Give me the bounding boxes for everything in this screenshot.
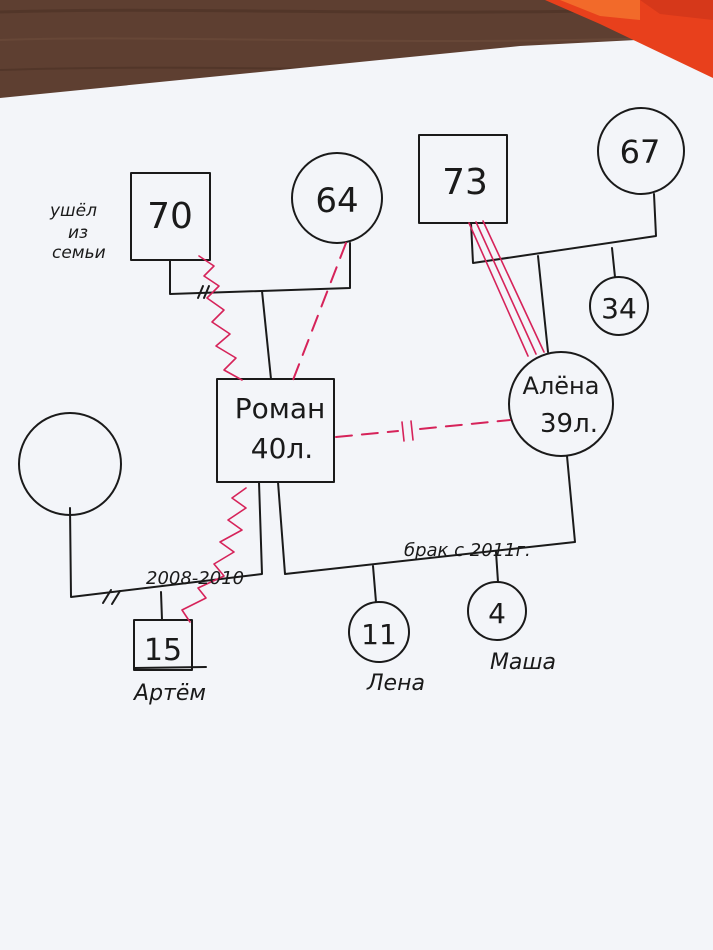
lena-name: Лена xyxy=(366,671,425,696)
lena-circle xyxy=(348,601,410,663)
mother-age: 64 xyxy=(315,181,358,221)
marker-pen xyxy=(545,0,713,78)
roman-age: 40л. xyxy=(251,432,313,465)
alena-name: Алёна xyxy=(523,372,600,400)
mother-circle xyxy=(291,152,383,244)
roman-name: Роман xyxy=(235,392,326,425)
alena-age: 39л. xyxy=(540,409,598,439)
left-note-line-1: ушёл xyxy=(49,201,97,221)
wife-father-square xyxy=(418,134,508,224)
family-lines xyxy=(69,193,657,669)
paper-sheet xyxy=(0,36,713,950)
marriage-label: брак с 2011г. xyxy=(404,540,531,561)
masha-name: Маша xyxy=(490,650,556,675)
divorce-years: 2008-2010 xyxy=(146,568,244,589)
wife-father-age: 73 xyxy=(442,162,488,203)
artem-name: Артём xyxy=(132,681,206,706)
father-age: 70 xyxy=(147,196,193,237)
wife-sibling-age: 34 xyxy=(601,292,637,325)
wife-sibling-circle xyxy=(589,276,649,336)
conflict-father-roman xyxy=(198,255,243,381)
separation-marks xyxy=(401,420,414,442)
wife-mother-age: 67 xyxy=(620,133,661,171)
distant-roman-alena-left xyxy=(335,430,399,438)
distant-roman-alena-right xyxy=(419,419,511,430)
left-note-line-2: из xyxy=(68,223,88,243)
close-bond-father-alena xyxy=(468,220,545,357)
wife-mother-circle xyxy=(597,107,685,195)
masha-age: 4 xyxy=(488,597,506,630)
artem-age: 15 xyxy=(144,633,182,668)
conflict-roman-artem xyxy=(181,487,247,623)
left-note-line-3: семьи xyxy=(52,243,106,263)
lena-age: 11 xyxy=(361,618,397,651)
alena-circle xyxy=(508,351,614,457)
roman-square xyxy=(216,378,335,483)
